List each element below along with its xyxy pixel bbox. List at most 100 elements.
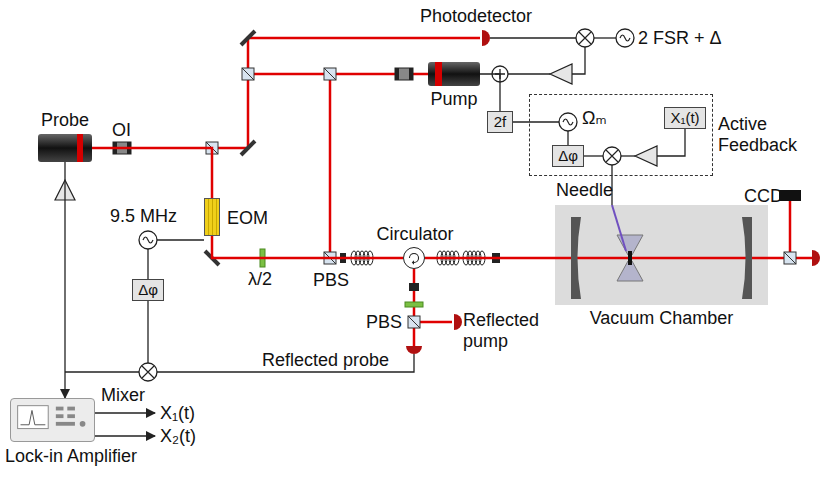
text-label: Needle xyxy=(556,180,613,201)
fiber-coil xyxy=(409,283,419,291)
beam-splitter xyxy=(206,68,796,328)
beam-splitter xyxy=(242,68,254,80)
signal-wire xyxy=(64,162,65,398)
phase-shifter: Δφ xyxy=(552,145,584,166)
beam-splitter xyxy=(324,68,336,80)
laser-beam xyxy=(212,38,812,346)
node-label: Circulator xyxy=(376,224,453,245)
laser-beam xyxy=(212,236,403,258)
node-label: Active Feedback xyxy=(718,114,822,155)
signal-wire xyxy=(95,435,155,436)
text-label: PBS xyxy=(366,312,402,333)
text-label: Photodetector xyxy=(420,6,532,27)
chamber-interior xyxy=(742,217,752,299)
signal-wire xyxy=(508,73,550,74)
signal-wire xyxy=(95,412,155,413)
laser-beam xyxy=(212,38,480,148)
text-label: Mixer xyxy=(101,385,145,406)
vacuum-chamber: Vacuum Chamber xyxy=(555,205,768,305)
mirror xyxy=(241,141,255,155)
optical-isolator xyxy=(113,68,413,154)
instrument-icon xyxy=(80,421,86,427)
amplifier-symbol xyxy=(550,64,572,84)
photodetector xyxy=(454,314,462,330)
doubler-box: 2f xyxy=(487,111,513,132)
signal-source xyxy=(139,231,157,249)
chamber-interior xyxy=(555,257,768,260)
text-label: λ/2 xyxy=(248,269,272,290)
signal-wire xyxy=(567,131,568,146)
half-wave-plate xyxy=(405,302,423,307)
chamber-interior xyxy=(612,205,626,251)
node-label: Lock-in Amplifier xyxy=(5,446,137,467)
photodetector xyxy=(406,30,820,354)
probe-laser: Probe xyxy=(38,134,92,162)
photodetector xyxy=(406,346,422,354)
mirror xyxy=(241,31,255,45)
phase-shifter: Δφ xyxy=(132,279,164,300)
signal-wire xyxy=(65,371,139,372)
node-label: Probe xyxy=(41,110,89,131)
mixer-symbol xyxy=(139,363,157,381)
instrument-icon xyxy=(56,414,64,418)
node-label: Δφ xyxy=(138,281,158,298)
text-label: X₁(t) xyxy=(160,403,195,424)
node-label: EOM xyxy=(227,208,268,229)
signal-wire xyxy=(490,37,576,38)
text-label: 2 FSR + Δ xyxy=(638,28,722,49)
instrument-icon xyxy=(18,406,49,429)
text-label: 9.5 MHz xyxy=(110,206,177,227)
text-label: X₂(t) xyxy=(160,426,196,447)
node-label: 2f xyxy=(494,113,507,130)
text-label: Reflected pump xyxy=(463,310,547,351)
text-label: Ωₘ xyxy=(582,108,607,129)
instrument-icon xyxy=(56,422,75,426)
laser-beam xyxy=(329,74,332,258)
signal-wire xyxy=(581,155,603,156)
chamber-interior xyxy=(628,251,632,265)
signal-source xyxy=(616,29,634,47)
text-label: CCD xyxy=(744,186,783,207)
instrument-icon xyxy=(11,399,94,441)
mixer-symbol xyxy=(603,147,621,165)
text-label: PBS xyxy=(313,270,349,291)
text-label: Reflected probe xyxy=(262,350,389,371)
amplifier-symbol xyxy=(55,64,657,200)
instrument-icon xyxy=(21,410,46,424)
circulator: Circulator xyxy=(403,247,425,269)
laser-beam xyxy=(789,200,792,258)
instrument-icon xyxy=(67,407,75,411)
node-label: Vacuum Chamber xyxy=(590,308,734,329)
laser-beam xyxy=(425,257,555,260)
signal-wire xyxy=(480,74,500,111)
signal-wire xyxy=(572,47,585,74)
lock-in-amplifier: Lock-in Amplifier xyxy=(10,398,95,442)
signal-wire xyxy=(147,249,148,363)
signal-box: X₁(t) xyxy=(664,107,705,128)
node-label: X₁(t) xyxy=(670,109,699,126)
chamber-interior xyxy=(571,217,581,299)
node-label: Δφ xyxy=(558,147,578,164)
instrument-icon xyxy=(67,414,75,418)
signal-source xyxy=(559,113,577,131)
beam-splitter xyxy=(408,316,420,328)
photodetector xyxy=(812,250,820,266)
node-label: Pump xyxy=(430,89,477,110)
laser-beam xyxy=(92,148,212,198)
beam-splitter xyxy=(784,252,796,264)
text-label: OI xyxy=(112,120,131,141)
optical-isolator xyxy=(395,68,413,80)
pump-laser: Pump xyxy=(428,62,480,86)
eom-crystal: EOM xyxy=(204,198,220,236)
circulator-arrow xyxy=(404,248,424,268)
signal-wire xyxy=(594,37,616,38)
photodetector xyxy=(482,30,490,46)
signal-wire xyxy=(157,239,204,240)
chamber-interior xyxy=(555,205,768,305)
instrument-icon xyxy=(56,407,64,411)
mixer-symbol xyxy=(139,29,621,381)
circulator-arrow xyxy=(412,260,414,265)
amplifier-symbol xyxy=(635,146,657,166)
signal-wire xyxy=(657,128,685,156)
